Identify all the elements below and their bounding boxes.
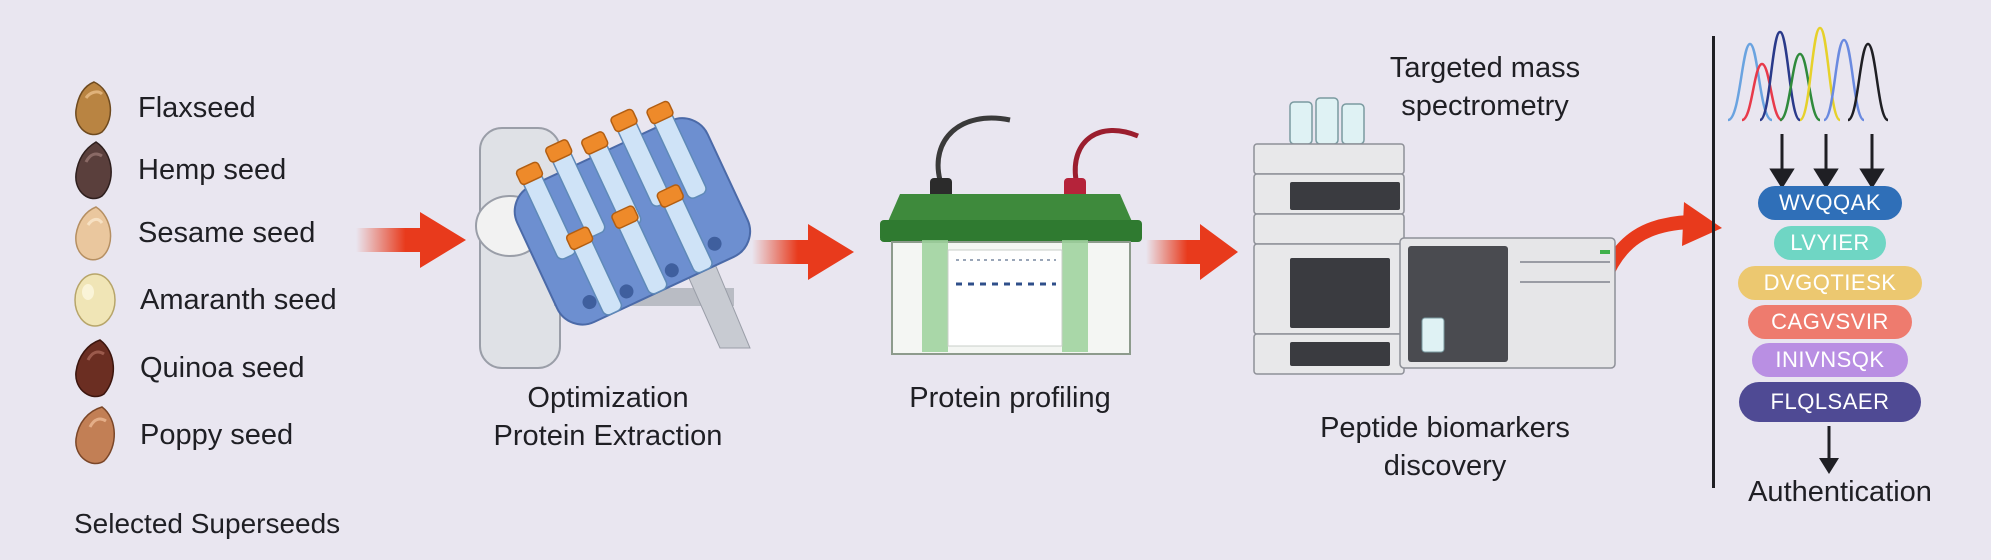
seeds-caption: Selected Superseeds [74, 508, 341, 539]
sesame-seed-icon [75, 206, 112, 261]
amaranth-seed-icon [74, 273, 116, 327]
seed-item-sesame: Sesame seed [72, 205, 315, 261]
poppy-seed-icon [75, 406, 115, 465]
mass-spectrometer-icon [1253, 97, 1616, 375]
seed-label: Sesame seed [138, 216, 316, 249]
profiling-label: Protein profiling [909, 382, 1111, 414]
peptide-list: WVQQAK LVYIER DVGQTIESK CAGVSVIR INIVNSQ… [1730, 186, 1930, 426]
ms-label: Targeted mass spectrometry [1350, 50, 1620, 125]
peptide-badge: LVYIER [1774, 226, 1886, 260]
gel-electrophoresis-icon [880, 115, 1142, 355]
peptide-badge: WVQQAK [1758, 186, 1902, 220]
ms-label-line2: spectrometry [1401, 89, 1569, 122]
seed-item-hemp: Hemp seed [72, 140, 286, 200]
seed-label: Quinoa seed [140, 351, 305, 384]
down-arrow-icon [1769, 134, 1885, 189]
peptide-badge: FLQLSAER [1739, 382, 1921, 422]
seed-item-flaxseed: Flaxseed [72, 80, 256, 136]
discovery-label-line2: discovery [1383, 449, 1507, 482]
panel-divider [1712, 36, 1715, 488]
seed-item-amaranth: Amaranth seed [72, 272, 337, 328]
seed-item-quinoa: Quinoa seed [72, 338, 304, 398]
peptide-badge: INIVNSQK [1752, 343, 1908, 377]
discovery-label-line1: Peptide biomarkers [1320, 412, 1570, 444]
seed-label: Amaranth seed [140, 283, 337, 316]
seed-item-poppy: Poppy seed [72, 405, 293, 465]
authentication-label: Authentication [1748, 476, 1932, 508]
seed-label: Poppy seed [140, 418, 294, 451]
ms-label-line1: Targeted mass [1389, 52, 1581, 84]
quinoa-seed-icon [75, 339, 115, 398]
arrow-profiling-to-ms [1146, 224, 1238, 280]
extraction-label: Optimization Protein Extraction [468, 380, 748, 455]
extraction-label-line1: Optimization [527, 382, 689, 414]
arrow-seeds-to-extraction [356, 212, 466, 268]
seed-label: Flaxseed [138, 91, 256, 124]
rotator-mixer-icon [475, 100, 752, 369]
extraction-label-line2: Protein Extraction [493, 419, 723, 452]
flaxseed-icon [75, 81, 112, 136]
peptide-badge: CAGVSVIR [1748, 305, 1912, 339]
chromatogram-peaks-icon [1727, 26, 1890, 122]
seed-label: Hemp seed [138, 153, 287, 186]
discovery-label: Peptide biomarkers discovery [1290, 410, 1600, 485]
hemp-seed-icon [75, 141, 112, 200]
peptide-badge: DVGQTIESK [1738, 266, 1922, 300]
authentication-arrow-icon [1819, 426, 1839, 474]
